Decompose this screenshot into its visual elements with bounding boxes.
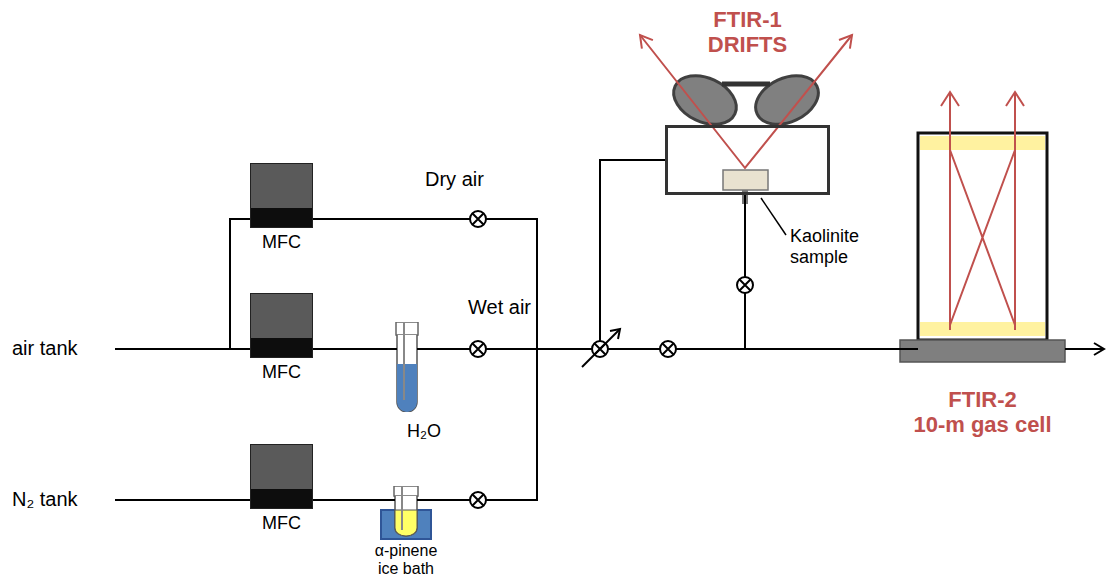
mirror-bar [722, 82, 770, 87]
drawing-part [662, 343, 673, 354]
drawing-part [472, 494, 483, 505]
drawing-part [737, 277, 753, 293]
bubbler-tube [395, 496, 417, 536]
ir-beam-path [950, 92, 1015, 330]
bubbler-outline [392, 322, 422, 412]
mass-flow-controller: MFC [250, 163, 313, 228]
gas-cell: FTIR-210-m gas cell [918, 133, 1047, 362]
gas-line [313, 499, 380, 501]
gas-line [422, 160, 665, 349]
instrument-title: DRIFTS [708, 32, 787, 57]
ir-beam-head [941, 92, 959, 106]
instrument-title: FTIR-1 [708, 7, 787, 32]
air-branch-line [230, 219, 250, 349]
mass-flow-controller: MFC [250, 293, 313, 358]
ir-beam [941, 92, 1024, 330]
drawing-part [470, 341, 486, 357]
drifts-cell: FTIR-1DRIFTS [665, 125, 830, 195]
gas-line [432, 160, 665, 500]
mirror-dome [666, 66, 744, 134]
ir-beam-tail [1006, 92, 1024, 106]
source-label: N₂ tank [12, 488, 78, 511]
inlet-tube [401, 486, 403, 530]
supply-lines [115, 219, 250, 500]
outlet-stub [417, 348, 422, 350]
gas-line [313, 348, 392, 350]
gas-line [432, 349, 918, 500]
adjustable-valve [582, 329, 620, 367]
ice-bath-bubbler: α-pinene ice bath [380, 486, 432, 540]
drawing-part [660, 341, 676, 357]
inlet-stub [380, 499, 395, 501]
exhaust-line [1065, 348, 1103, 350]
bubbler-tube [397, 335, 417, 412]
drawing-part [582, 330, 619, 367]
node-caption: H₂O [407, 421, 441, 441]
drawing-part [472, 213, 483, 224]
valve [470, 211, 486, 227]
drawing-part [472, 343, 483, 354]
line-label: Dry air [425, 168, 484, 191]
node-caption: MFC [262, 362, 301, 382]
ice-bath [381, 510, 431, 539]
outlet-stub [417, 499, 432, 501]
component-label: MFC [262, 232, 301, 252]
bubbler-cap [394, 486, 418, 496]
drawing-part [739, 279, 750, 290]
exhaust-arrow [1065, 343, 1104, 355]
gas-line [745, 195, 918, 349]
component-label: H₂O [407, 421, 441, 441]
source-label: air tank [12, 337, 78, 360]
valve [470, 492, 486, 508]
inlet-stub [392, 348, 397, 350]
cell-window [920, 136, 1045, 150]
n2-line [115, 499, 250, 501]
exhaust-head [1094, 343, 1104, 355]
part-label: Kaolinite sample [790, 226, 882, 268]
drawing-part [470, 492, 486, 508]
ir-beam-head [640, 35, 653, 49]
sample-cup [723, 170, 768, 190]
instrument-title: FTIR-2 [913, 387, 1051, 412]
instrument-title: 10-m gas cell [913, 412, 1051, 437]
drawing-part [610, 329, 620, 339]
ir-beam-tail [839, 35, 852, 49]
cell-window [920, 322, 1045, 336]
mass-flow-controller: MFC [250, 444, 313, 509]
valve [470, 341, 486, 357]
node-caption: α-pinene ice bath [364, 542, 448, 578]
water-bubbler: H₂O [392, 322, 422, 412]
valves [470, 211, 753, 508]
component-label: MFC [262, 513, 301, 533]
alpha-pinene-liquid [395, 510, 417, 536]
water [397, 364, 417, 412]
gas-line [313, 160, 665, 349]
leader-line [761, 198, 786, 235]
valve [737, 277, 753, 293]
bubbler-cap [396, 322, 418, 335]
node-caption: FTIR-210-m gas cell [913, 387, 1051, 437]
valve [660, 341, 676, 357]
component-label: MFC [262, 362, 301, 382]
node-caption: MFC [262, 513, 301, 533]
inlet-tube [403, 322, 405, 400]
bubbler-outline [380, 486, 432, 540]
gas-cell-base [900, 340, 1065, 362]
node-caption: MFC [262, 232, 301, 252]
node-caption: FTIR-1DRIFTS [708, 7, 787, 57]
mirror-dome [748, 66, 826, 134]
drawing-part [470, 211, 486, 227]
line-label: Wet air [468, 296, 531, 319]
component-label: α-pinene ice bath [364, 542, 448, 578]
